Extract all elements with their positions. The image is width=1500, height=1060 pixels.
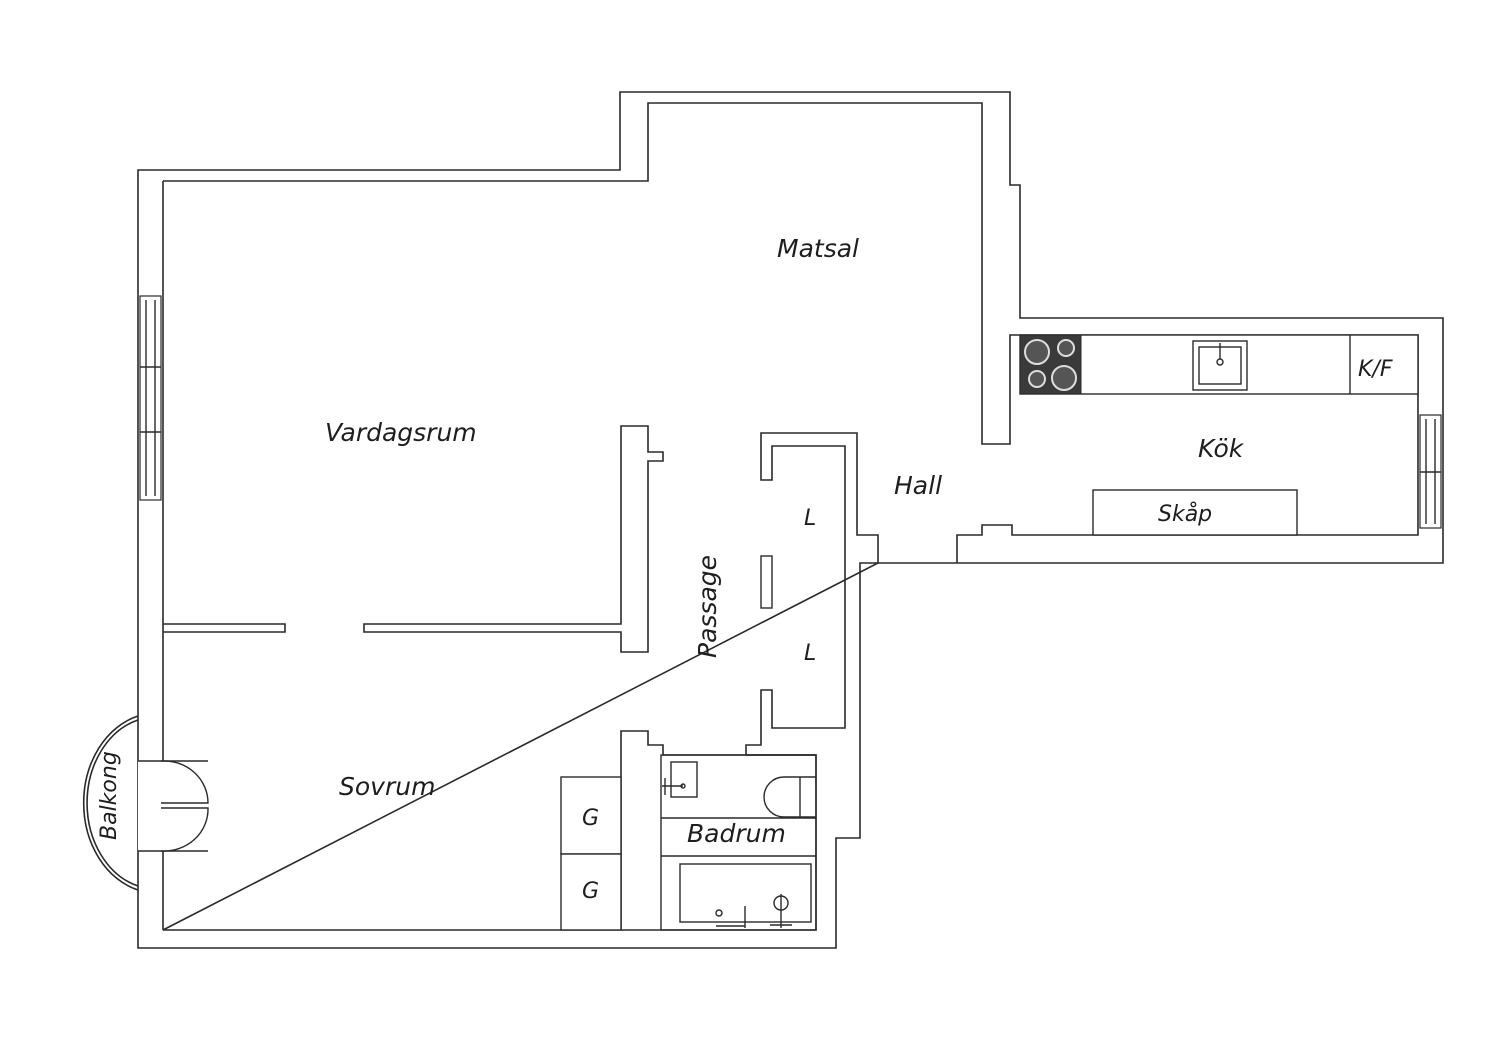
kitchen-window [1419,414,1442,529]
bathtub-icon [679,863,812,928]
balcony [82,715,139,891]
cabinet-label: Skåp [1158,501,1212,527]
bathroom [660,754,817,931]
interior-walls [163,425,816,930]
room-label-passage: Passage [693,555,722,658]
toilet-icon [763,776,816,818]
room-label-hall: Hall [894,471,942,500]
fridge-freezer-label: K/F [1358,357,1393,382]
linen-label-1: L [804,506,816,531]
linen-label-2: L [804,641,816,666]
kitchen-counter: K/F [1019,334,1419,395]
room-label-kok: Kök [1198,434,1245,463]
wardrobe-label-2: G [582,879,599,904]
kitchen-cabinet: Skåp [1092,489,1298,536]
room-label-badrum: Badrum [687,819,786,848]
room-label-sovrum: Sovrum [339,772,435,801]
left-window [139,295,162,501]
wardrobe-label-1: G [582,806,599,831]
room-label-matsal: Matsal [777,234,859,263]
room-label-vardagsrum: Vardagsrum [325,418,477,447]
room-labels: Matsal Vardagsrum Kök Hall Passage L L S… [97,234,1245,848]
kitchen-sink-icon [1192,340,1248,391]
washbasin-icon [662,761,698,798]
room-label-balkong: Balkong [97,751,122,840]
wardrobes: G G [560,776,622,931]
balcony-door[interactable] [138,760,209,852]
